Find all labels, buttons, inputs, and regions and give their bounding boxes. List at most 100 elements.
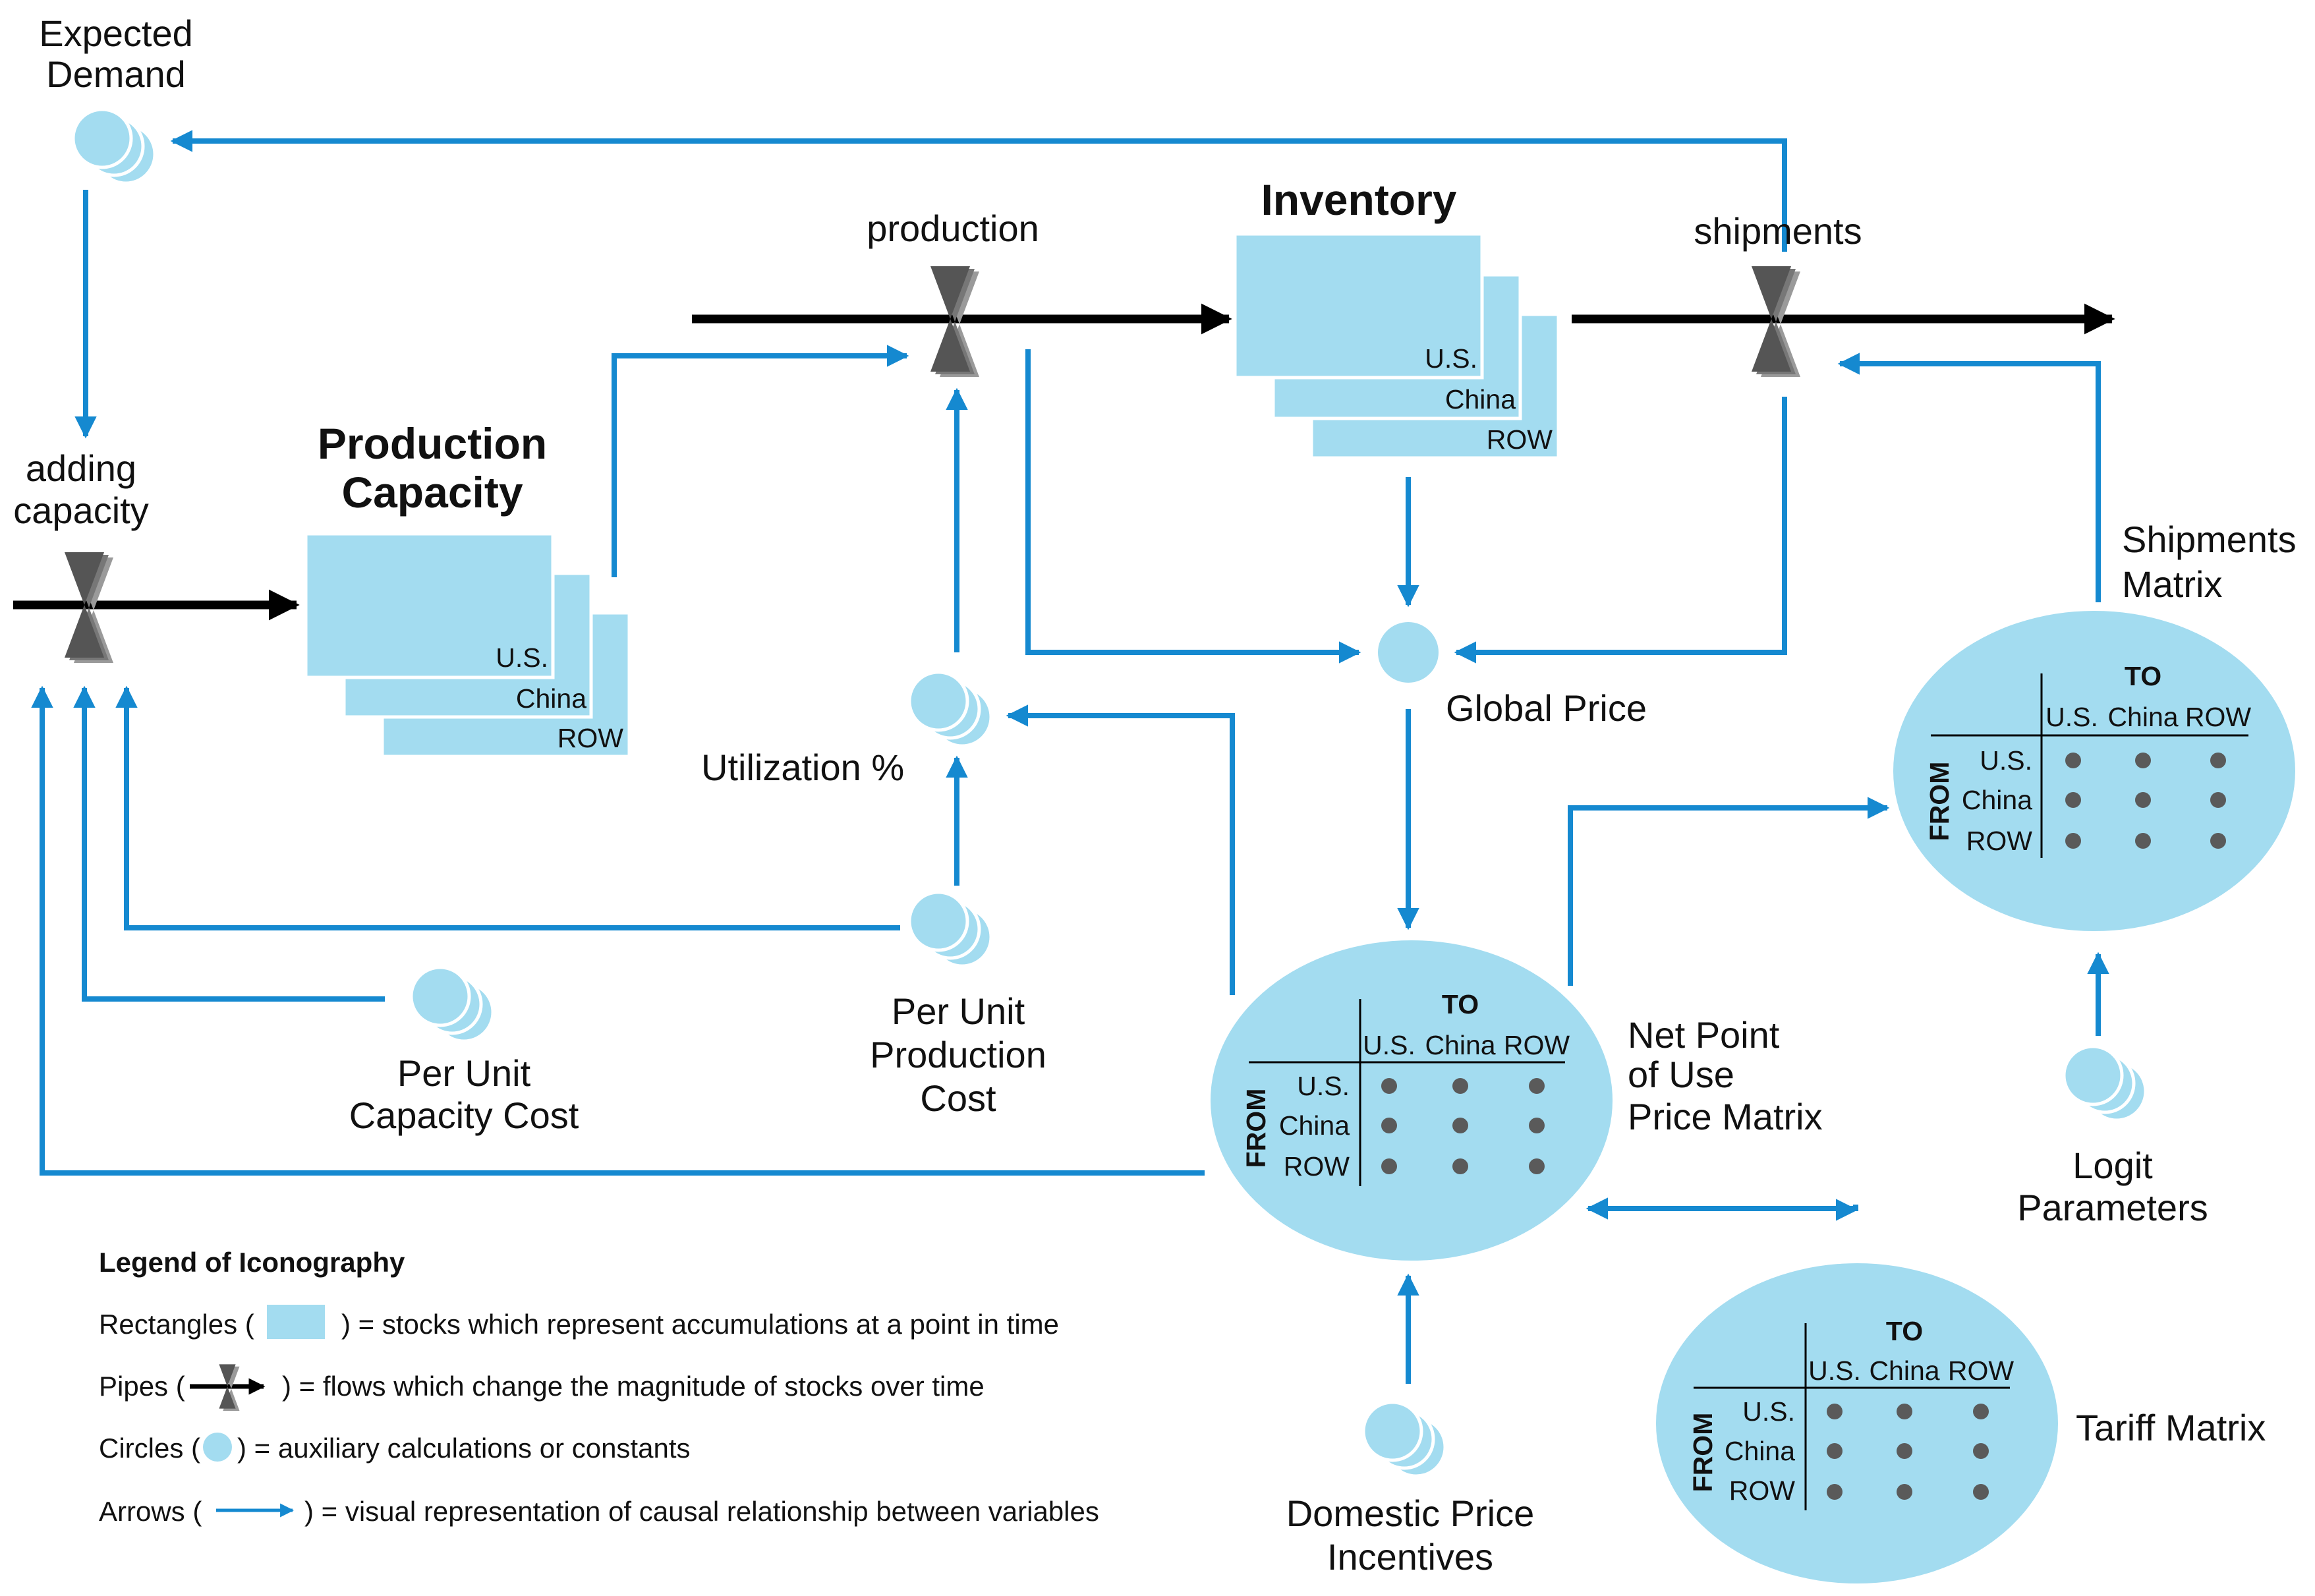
matrix-dot-2-1 xyxy=(2135,833,2151,849)
matrix-dot-1-0 xyxy=(1827,1443,1843,1459)
matrix-col-china: China xyxy=(1869,1355,1939,1386)
production-label: production xyxy=(867,208,1039,249)
legend-circle-swatch xyxy=(203,1433,232,1462)
arrow-capacity-cost-to-adding-capacity xyxy=(73,685,385,1002)
matrix-dots xyxy=(1381,1078,1545,1174)
adding-capacity-label-2: capacity xyxy=(13,490,148,531)
matrix-dot-1-0 xyxy=(1381,1118,1397,1133)
per-unit-production-cost-label-2: Production xyxy=(870,1034,1046,1075)
matrix-dot-2-0 xyxy=(2065,833,2081,849)
matrix-to-label: TO xyxy=(2125,661,2161,691)
inventory-stock: U.S. China ROW xyxy=(1233,232,1560,460)
arrow-tariff-matrix-to-net-price xyxy=(1586,1197,1858,1220)
utilization-label: Utilization % xyxy=(701,747,904,788)
matrix-dot-1-1 xyxy=(2135,792,2151,808)
matrix-row-row: ROW xyxy=(1966,826,2033,856)
legend: Legend of Iconography Rectangles ( ) = s… xyxy=(99,1247,1099,1527)
matrix-to-label: TO xyxy=(1886,1316,1923,1346)
matrix-col-row: ROW xyxy=(1504,1030,1570,1060)
production-capacity-title: Production xyxy=(318,419,547,468)
arrow-capacity-to-production xyxy=(612,345,909,577)
arrow-net-price-to-shipments-matrix xyxy=(1568,797,1890,986)
utilization-circle-icon xyxy=(907,670,993,748)
region-label-china: China xyxy=(1445,384,1516,414)
matrix-dot-0-0 xyxy=(1381,1078,1397,1094)
matrix-row-us: U.S. xyxy=(1297,1071,1350,1101)
arrow-shipments-matrix-to-shipments xyxy=(1837,353,2101,602)
matrix-dot-0-1 xyxy=(1897,1404,1912,1419)
inventory-title: Inventory xyxy=(1261,175,1456,224)
matrix-dot-2-0 xyxy=(1381,1158,1397,1174)
global-price-circle-icon xyxy=(1378,622,1439,683)
matrix-dot-0-2 xyxy=(1973,1404,1989,1419)
matrix-dot-1-2 xyxy=(1529,1118,1545,1133)
global-price-label: Global Price xyxy=(1446,687,1647,729)
legend-rectangle-swatch xyxy=(267,1305,325,1339)
arrow-net-price-to-utilization xyxy=(1006,704,1235,995)
domestic-price-incentives-label: Domestic Price xyxy=(1286,1493,1535,1534)
matrix-dot-2-2 xyxy=(1973,1484,1989,1500)
shipments-label: shipments xyxy=(1694,210,1862,252)
matrix-col-us: U.S. xyxy=(2045,702,2098,732)
legend-rectangles-prefix: Rectangles ( xyxy=(99,1309,254,1340)
region-label-china: China xyxy=(516,683,586,714)
logit-parameters-circle-icon xyxy=(2062,1044,2148,1122)
legend-pipes-prefix: Pipes ( xyxy=(99,1371,185,1402)
matrix-from-label: FROM xyxy=(1688,1413,1718,1493)
shipments-matrix: TO U.S. China ROW FROM U.S. China ROW xyxy=(1893,611,2295,931)
shipments-valve-icon xyxy=(1752,266,1800,377)
matrix-dot-1-0 xyxy=(2065,792,2081,808)
legend-circles-text: ) = auxiliary calculations or constants xyxy=(237,1433,690,1464)
net-point-price-matrix-label: Net Point xyxy=(1628,1014,1780,1056)
matrix-dot-0-2 xyxy=(1529,1078,1545,1094)
arrow-shipments-to-global-price xyxy=(1454,397,1787,664)
matrix-dot-1-2 xyxy=(1973,1443,1989,1459)
net-point-price-matrix-label-3: Price Matrix xyxy=(1628,1096,1823,1137)
matrix-dots xyxy=(1827,1404,1989,1500)
shipments-matrix-label-2: Matrix xyxy=(2122,563,2222,605)
region-label-us: U.S. xyxy=(1425,343,1477,374)
tariff-matrix-label: Tariff Matrix xyxy=(2076,1407,2266,1448)
per-unit-production-cost-label-3: Cost xyxy=(920,1077,996,1119)
matrix-dot-0-1 xyxy=(1452,1078,1468,1094)
arrow-unit-cost-to-adding-capacity xyxy=(115,685,900,930)
logit-parameters-label: Logit xyxy=(2072,1145,2153,1186)
tariff-matrix: TO U.S. China ROW FROM U.S. China ROW xyxy=(1656,1263,2058,1583)
net-point-price-matrix-label-2: of Use xyxy=(1628,1054,1734,1095)
matrix-dot-0-0 xyxy=(1827,1404,1843,1419)
region-label-row: ROW xyxy=(1487,424,1553,455)
shipments-matrix-label: Shipments xyxy=(2122,519,2297,560)
legend-rectangles-text: ) = stocks which represent accumulations… xyxy=(341,1309,1059,1340)
legend-arrows-prefix: Arrows ( xyxy=(99,1496,202,1527)
production-capacity-stock: U.S. China ROW xyxy=(304,532,631,758)
matrix-dot-1-2 xyxy=(2210,792,2226,808)
net-point-price-matrix: TO U.S. China ROW FROM U.S. China ROW xyxy=(1211,940,1613,1261)
matrix-dot-2-0 xyxy=(1827,1484,1843,1500)
matrix-dot-2-1 xyxy=(1897,1484,1912,1500)
matrix-dot-1-1 xyxy=(1897,1443,1912,1459)
logit-parameters-label-2: Parameters xyxy=(2017,1187,2208,1228)
per-unit-capacity-cost-label-2: Capacity Cost xyxy=(349,1095,579,1136)
arrow-production-to-global-price xyxy=(1025,349,1361,664)
legend-title: Legend of Iconography xyxy=(99,1247,405,1278)
per-unit-capacity-cost-circle-icon xyxy=(409,965,495,1043)
matrix-col-china: China xyxy=(2107,702,2178,732)
arrow-shipments-to-expected-demand xyxy=(170,130,1787,252)
matrix-dots xyxy=(2065,753,2226,849)
domestic-price-incentives-circle-icon xyxy=(1361,1400,1447,1478)
domestic-price-incentives-label-2: Incentives xyxy=(1327,1536,1493,1578)
adding-capacity-label: adding xyxy=(26,447,136,489)
per-unit-capacity-cost-label: Per Unit xyxy=(397,1052,531,1094)
matrix-col-china: China xyxy=(1425,1030,1495,1060)
arrow-net-price-to-adding-capacity xyxy=(31,685,1205,1176)
matrix-row-us: U.S. xyxy=(1742,1396,1795,1427)
matrix-dot-1-1 xyxy=(1452,1118,1468,1133)
matrix-row-us: U.S. xyxy=(1980,745,2032,776)
legend-circles-prefix: Circles ( xyxy=(99,1433,200,1464)
matrix-from-label: FROM xyxy=(1924,762,1955,841)
region-label-us: U.S. xyxy=(496,642,548,673)
matrix-dot-2-2 xyxy=(1529,1158,1545,1174)
legend-arrows-text: ) = visual representation of causal rela… xyxy=(304,1496,1099,1527)
matrix-dot-0-1 xyxy=(2135,753,2151,768)
